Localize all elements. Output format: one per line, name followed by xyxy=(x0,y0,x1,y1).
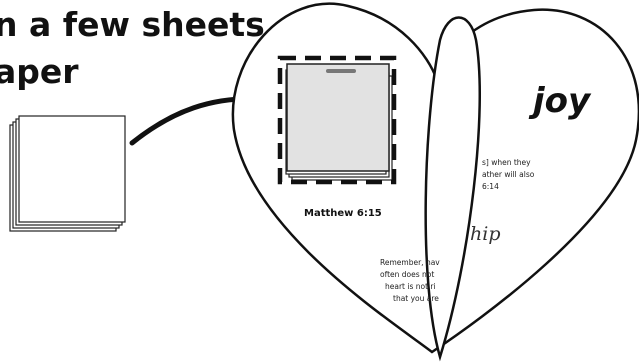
instruction-line-1: n a few sheets xyxy=(0,5,265,44)
left-text-line-1: Remember, hav xyxy=(380,258,440,267)
right-text-line-3: 6:14 xyxy=(482,182,499,191)
paper-stack-icon xyxy=(10,116,125,231)
placed-sheets xyxy=(286,64,392,180)
left-text-line-4: that you are xyxy=(393,294,439,303)
right-page-word: joy xyxy=(528,81,592,121)
left-text-line-2: often does not xyxy=(380,270,434,279)
left-text-line-3: heart is not ri xyxy=(385,282,436,291)
right-text-line-2: ather will also xyxy=(482,170,535,179)
verse-reference: Matthew 6:15 xyxy=(304,208,382,219)
right-page-script-word: hip xyxy=(470,223,500,245)
right-text-line-1: s] when they xyxy=(482,158,531,167)
instruction-line-2: aper xyxy=(0,52,79,91)
